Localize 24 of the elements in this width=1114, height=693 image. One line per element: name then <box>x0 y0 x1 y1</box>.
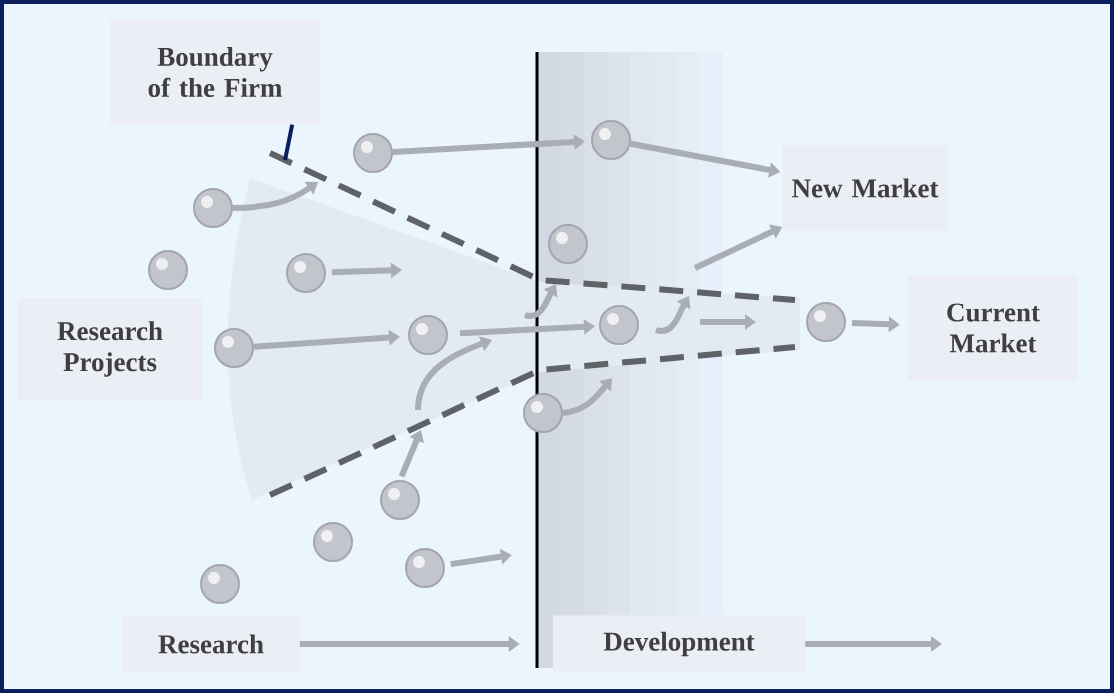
sphere <box>200 564 240 604</box>
sphere <box>286 253 326 293</box>
sphere <box>193 188 233 228</box>
sphere <box>214 328 254 368</box>
text-box: Boundary of the Firm <box>110 19 320 125</box>
text-box: Research <box>122 615 300 673</box>
sphere <box>523 393 563 433</box>
text-box: Development <box>553 615 805 673</box>
sphere <box>313 522 353 562</box>
text-box: Current Market <box>908 275 1078 381</box>
sphere <box>408 315 448 355</box>
sphere <box>380 480 420 520</box>
sphere <box>591 120 631 160</box>
text-box: Research Projects <box>17 298 203 400</box>
text-box: New Market <box>782 145 948 231</box>
sphere <box>806 302 846 342</box>
sphere <box>148 250 188 290</box>
sphere <box>599 305 639 345</box>
sphere <box>548 224 588 264</box>
sphere <box>353 133 393 173</box>
arrow <box>562 378 612 416</box>
sphere <box>405 548 445 588</box>
arrow <box>232 181 318 211</box>
arrow <box>398 430 424 478</box>
